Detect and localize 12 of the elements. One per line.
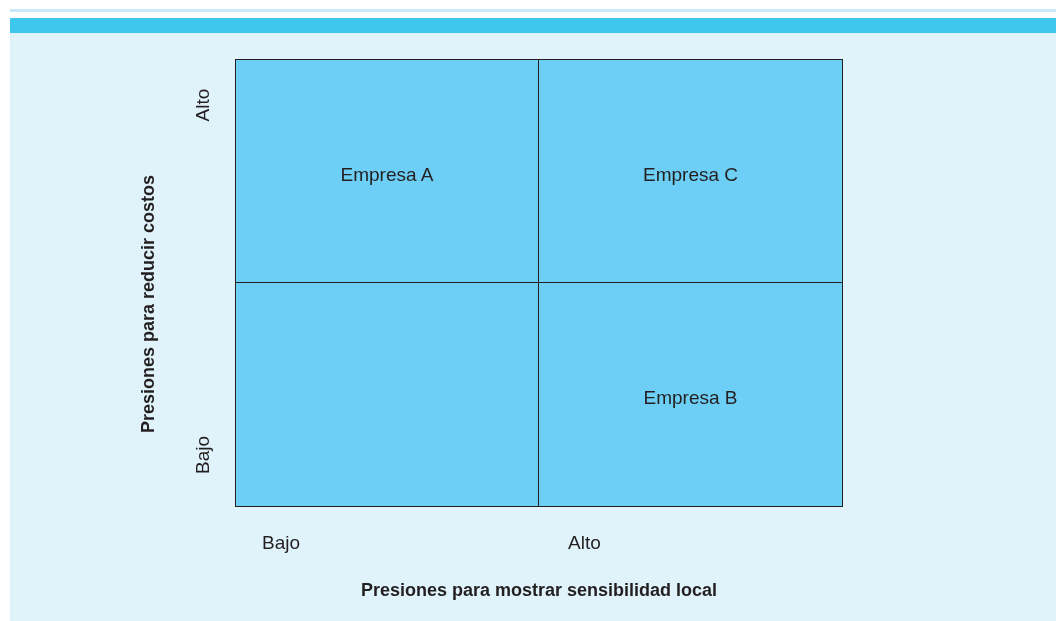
axis-title: Presiones para reducir costos bbox=[139, 174, 157, 434]
quadrant-box bbox=[235, 59, 539, 283]
axis-tick-label: Bajo bbox=[262, 533, 301, 552]
quadrant-label: Empresa C bbox=[643, 163, 738, 187]
quadrant-box bbox=[539, 59, 843, 283]
quadrant-box bbox=[539, 283, 843, 507]
axis-tick-label: Alto bbox=[192, 88, 212, 122]
axis-tick-label: Bajo bbox=[192, 436, 212, 474]
axis-title: Presiones para mostrar sensibilidad local bbox=[360, 581, 718, 599]
quadrant-label: Empresa A bbox=[340, 163, 434, 187]
axis-tick-label: Alto bbox=[568, 533, 601, 552]
quadrant-label: Empresa B bbox=[643, 386, 738, 410]
